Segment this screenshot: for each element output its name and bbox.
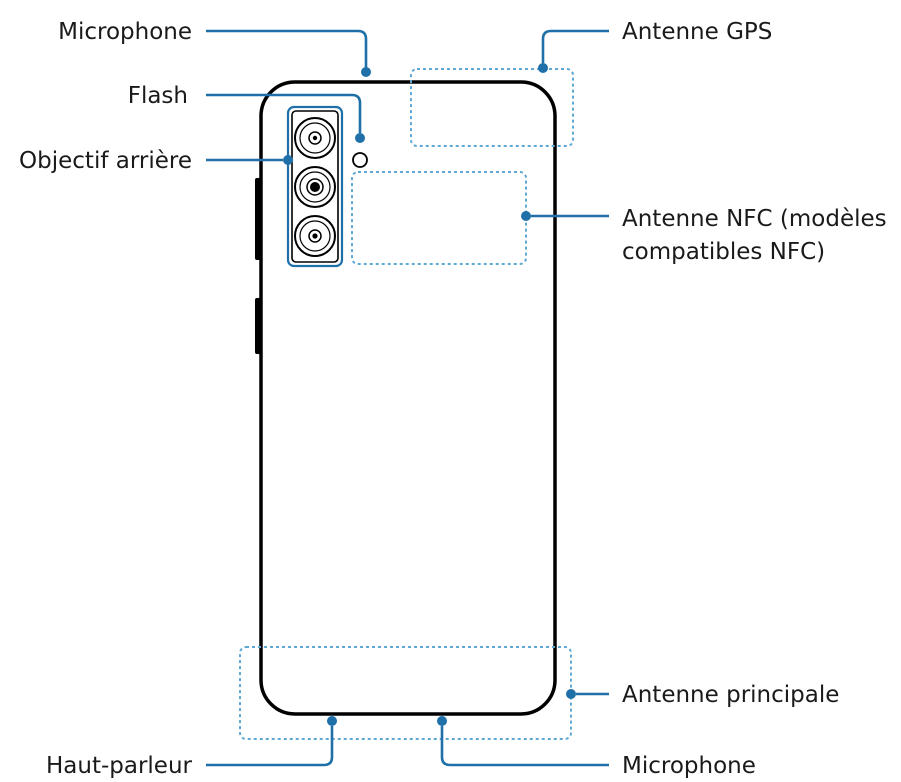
callout-dot-speaker xyxy=(327,716,337,726)
callout-flash xyxy=(206,93,362,133)
label-microphone-top: Microphone xyxy=(58,19,192,45)
callout-dot-flash xyxy=(355,133,365,143)
callout-microphone-top xyxy=(206,29,368,68)
callout-dot-nfc-antenna xyxy=(521,211,531,221)
label-rear-lens: Objectif arrière xyxy=(19,148,192,174)
label-speaker: Haut-parleur xyxy=(46,753,193,779)
flash-light xyxy=(352,152,368,168)
label-nfc-antenna-line1: Antenne NFC (modèles xyxy=(622,206,887,232)
callout-dot-main-antenna xyxy=(566,689,576,699)
phone-body xyxy=(255,80,557,716)
gps-antenna-zone xyxy=(410,68,574,147)
volume-key xyxy=(255,178,261,260)
camera-module xyxy=(286,105,368,268)
callout-gps-antenna xyxy=(541,29,609,63)
callout-microphone-bottom xyxy=(440,726,609,767)
phone-outline xyxy=(259,80,557,716)
label-gps-antenna: Antenne GPS xyxy=(622,19,772,45)
camera-lens-middle xyxy=(294,166,336,208)
label-microphone-bottom: Microphone xyxy=(622,753,756,779)
label-main-antenna: Antenne principale xyxy=(622,682,839,708)
camera-lens-top xyxy=(294,117,336,159)
label-flash: Flash xyxy=(128,83,188,109)
callout-dot-rear-lens xyxy=(283,155,293,165)
callout-dot-gps-antenna xyxy=(538,63,548,73)
side-key xyxy=(255,298,261,354)
main-antenna-zone xyxy=(239,646,572,740)
callout-dot-microphone-bottom xyxy=(437,716,447,726)
callout-dot-microphone-top xyxy=(361,67,371,77)
nfc-antenna-zone xyxy=(351,171,527,265)
camera-lens-bottom xyxy=(294,215,336,257)
camera-inner-frame xyxy=(291,110,339,263)
label-nfc-antenna-line2: compatibles NFC) xyxy=(622,239,825,265)
callout-speaker xyxy=(206,726,334,767)
camera-housing xyxy=(286,105,344,268)
